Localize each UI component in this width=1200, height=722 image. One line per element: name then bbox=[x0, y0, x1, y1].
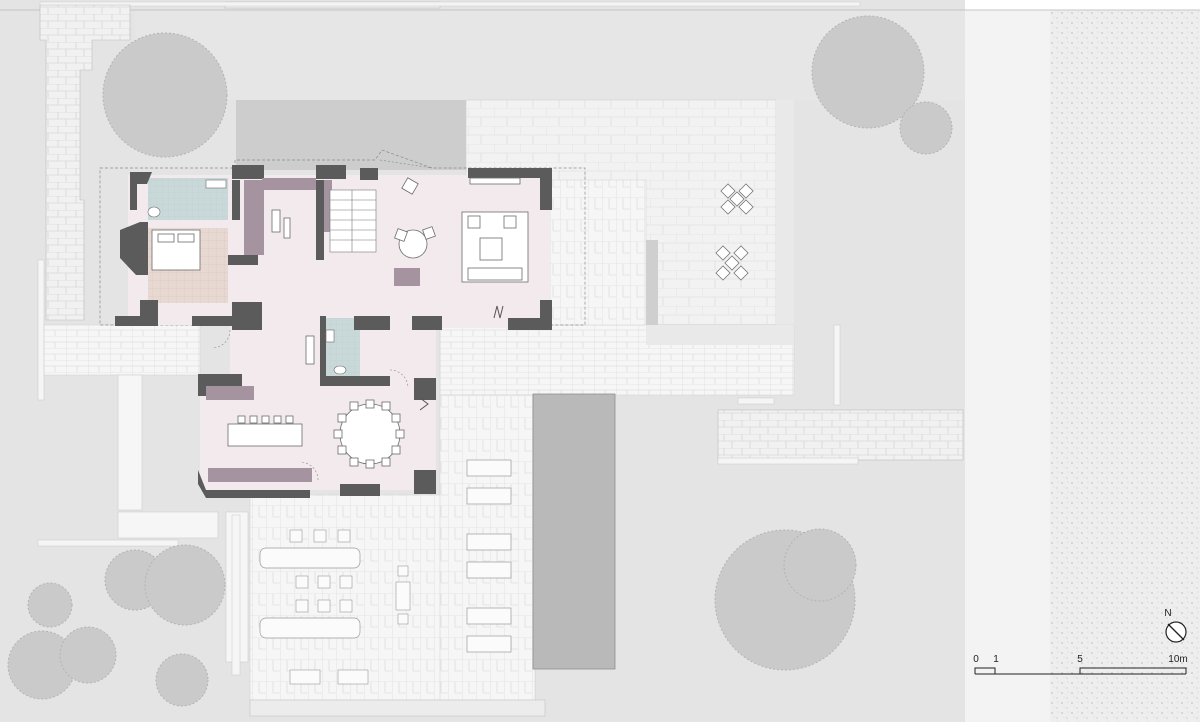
deck-east bbox=[549, 179, 647, 326]
road-strip bbox=[965, 10, 1050, 722]
kitchen-island bbox=[227, 423, 303, 447]
bar-stools bbox=[237, 415, 294, 424]
north-label: N bbox=[1164, 608, 1171, 619]
scale-label-1: 1 bbox=[993, 654, 999, 665]
swimming-pool bbox=[532, 393, 616, 670]
deck-edge-bottom bbox=[249, 699, 546, 717]
radiators bbox=[419, 305, 504, 411]
furniture bbox=[151, 177, 529, 469]
walls bbox=[115, 165, 552, 498]
garden-step-left bbox=[37, 259, 45, 401]
dining-table bbox=[339, 403, 401, 465]
trees bbox=[7, 15, 953, 707]
terrace-seating bbox=[715, 183, 754, 281]
scale-label-10m: 10m bbox=[1168, 654, 1187, 665]
boundary-post bbox=[833, 324, 841, 406]
garden-edge-line bbox=[37, 539, 179, 547]
stone-wall bbox=[39, 4, 131, 321]
scale-bar: 0 1 5 10m bbox=[973, 654, 1188, 675]
sun-loungers bbox=[259, 459, 512, 653]
house bbox=[99, 149, 586, 498]
driveway-strip bbox=[39, 1, 861, 7]
compass: N bbox=[1164, 608, 1187, 643]
terrace-lower-band bbox=[646, 325, 794, 345]
garden-edge-line-2 bbox=[231, 514, 241, 676]
scale-label-0: 0 bbox=[973, 654, 979, 665]
bathroom-fixtures bbox=[147, 179, 347, 375]
door-swings bbox=[211, 159, 433, 481]
scale-label-5: 5 bbox=[1077, 654, 1083, 665]
boundary-post-2 bbox=[737, 397, 775, 405]
kitchen-counters bbox=[206, 178, 420, 482]
west-walkway bbox=[43, 324, 201, 376]
gravel-area bbox=[1050, 10, 1200, 722]
staircase bbox=[329, 189, 377, 253]
dry-stone-wall-east bbox=[717, 409, 964, 465]
terrace-border bbox=[776, 100, 794, 390]
outdoor-dining bbox=[289, 529, 411, 685]
dining-chairs bbox=[333, 399, 405, 469]
planter-strip bbox=[646, 240, 658, 325]
grey-roof-area bbox=[236, 100, 466, 170]
north-arrow-needle bbox=[1167, 623, 1185, 641]
